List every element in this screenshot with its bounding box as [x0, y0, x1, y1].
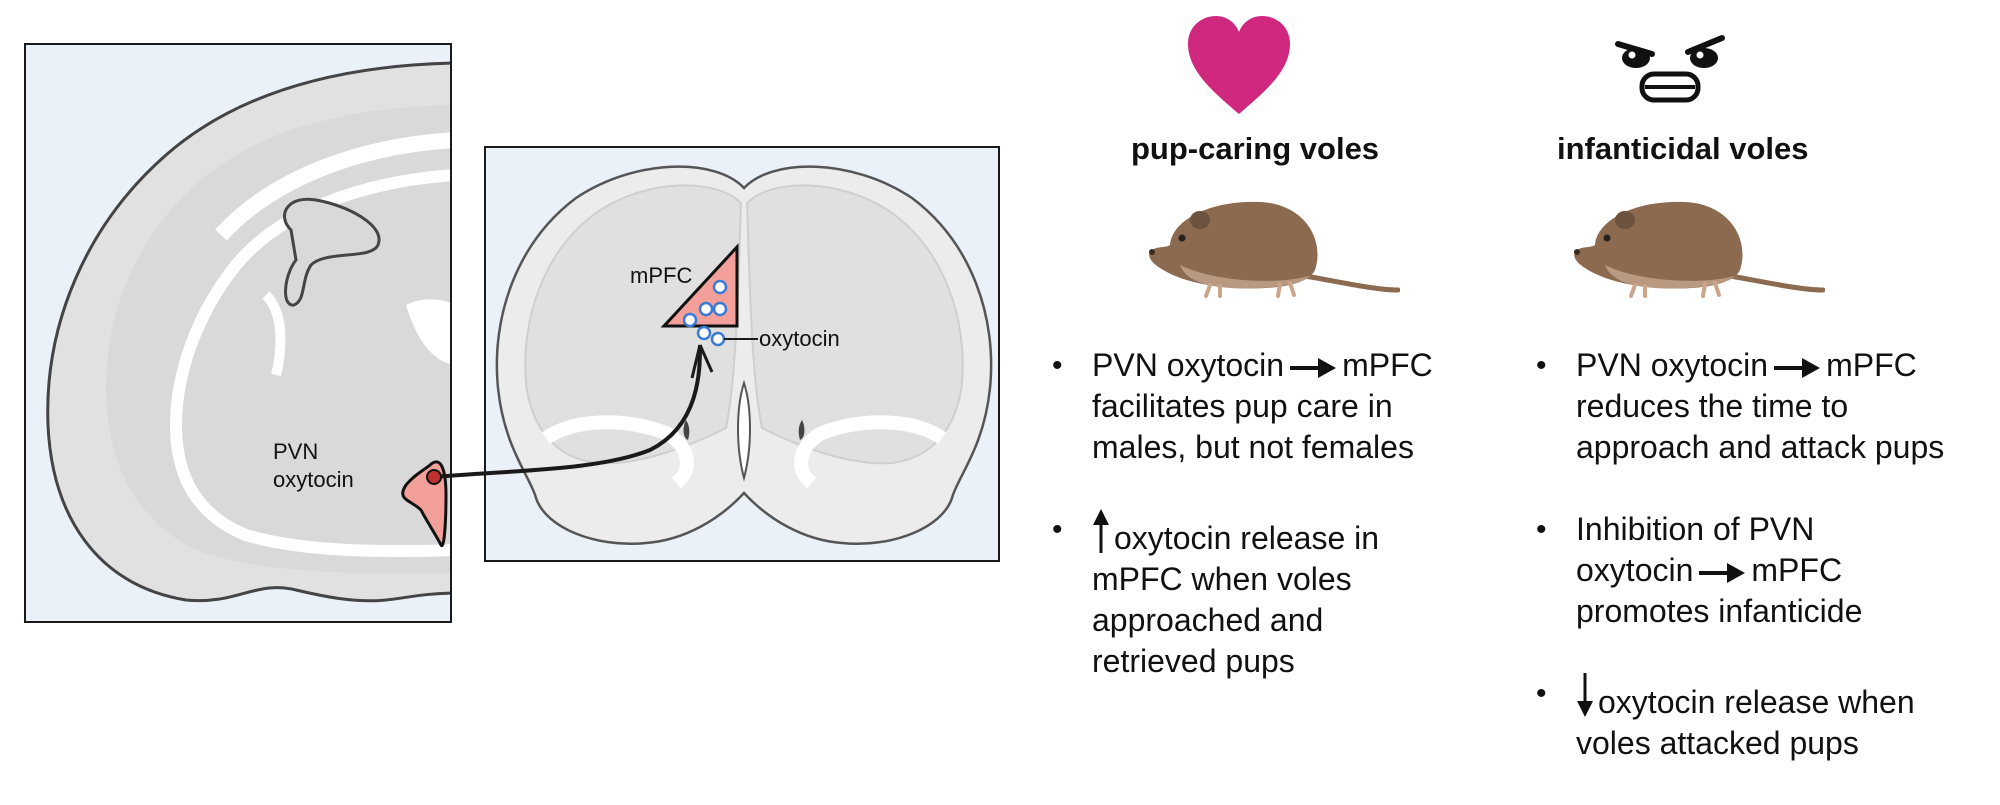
- angry-face-icon: [1615, 35, 1725, 103]
- pvn-cell-body: [426, 469, 442, 485]
- arrow-up-icon: [1093, 509, 1109, 553]
- sagittal-brain-panel: PVN oxytocin: [24, 43, 452, 623]
- oxytocin-label: oxytocin: [759, 326, 840, 351]
- list-item: oxytocin release in mPFC when voles appr…: [1052, 509, 1492, 682]
- infanticidal-column-title: infanticidal voles: [1557, 131, 1809, 166]
- sagittal-brain-illustration: [46, 61, 450, 603]
- heart-icon: [1188, 16, 1290, 114]
- vole-icon: [1574, 201, 1825, 298]
- projection-terminal: [690, 344, 714, 379]
- coronal-brain-illustration: [495, 165, 993, 545]
- pvn-label: PVN oxytocin: [273, 439, 354, 492]
- arrow-right-icon: [1290, 357, 1337, 378]
- mpfc-label: mPFC: [630, 263, 693, 288]
- vole-icon: [1149, 201, 1400, 298]
- oxytocin-vesicles: [682, 279, 728, 347]
- caring-column-title: pup-caring voles: [1131, 131, 1380, 166]
- arrow-right-icon: [1699, 562, 1746, 583]
- arrow-down-icon: [1577, 673, 1593, 717]
- pvn-mpfc-projection-line: [433, 344, 702, 479]
- list-item: oxytocin release when voles attacked pup…: [1536, 673, 1996, 764]
- arrow-right-icon: [1774, 357, 1821, 378]
- projection-overlay: [426, 243, 758, 485]
- coronal-brain-panel: [484, 146, 1000, 562]
